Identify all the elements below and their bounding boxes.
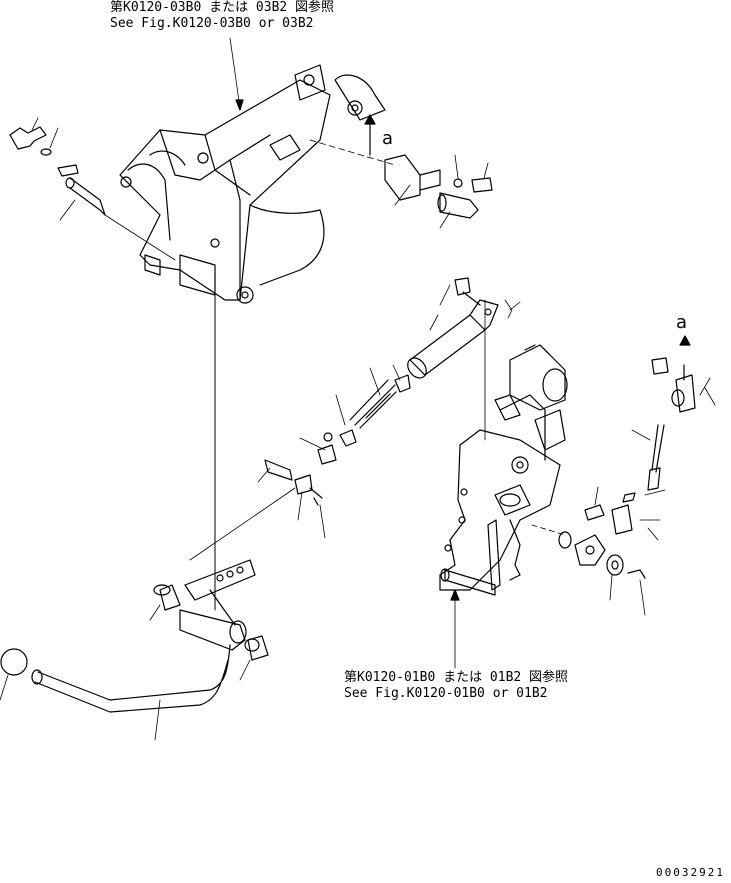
arrow-up-icon [365, 115, 375, 155]
bottom-reference-en: See Fig.K0120-01B0 or 01B2 [344, 686, 548, 701]
top-reference-en: See Fig.K0120-03B0 or 03B2 [110, 16, 314, 31]
bottom-reference-jp: 第K0120-01B0 または 01B2 図参照 [344, 670, 569, 685]
pedal-lever-assembly [0, 560, 268, 740]
document-number: 00032921 [656, 866, 725, 879]
upper-bracket-assembly [120, 65, 385, 303]
top-reference-jp: 第K0120-03B0 または 03B2 図参照 [110, 0, 335, 15]
top-reference-leader [230, 38, 240, 108]
right-bracket-assembly [440, 300, 567, 595]
upper-left-fasteners [10, 118, 175, 260]
top-reference-arrow-icon [236, 100, 243, 110]
upper-right-parts [310, 140, 492, 228]
callout-a-top: a [382, 128, 394, 149]
callout-a-right: a [676, 312, 688, 333]
right-fasteners [532, 336, 715, 615]
damper-assembly [190, 278, 520, 560]
bottom-reference-arrow-icon [451, 590, 459, 600]
